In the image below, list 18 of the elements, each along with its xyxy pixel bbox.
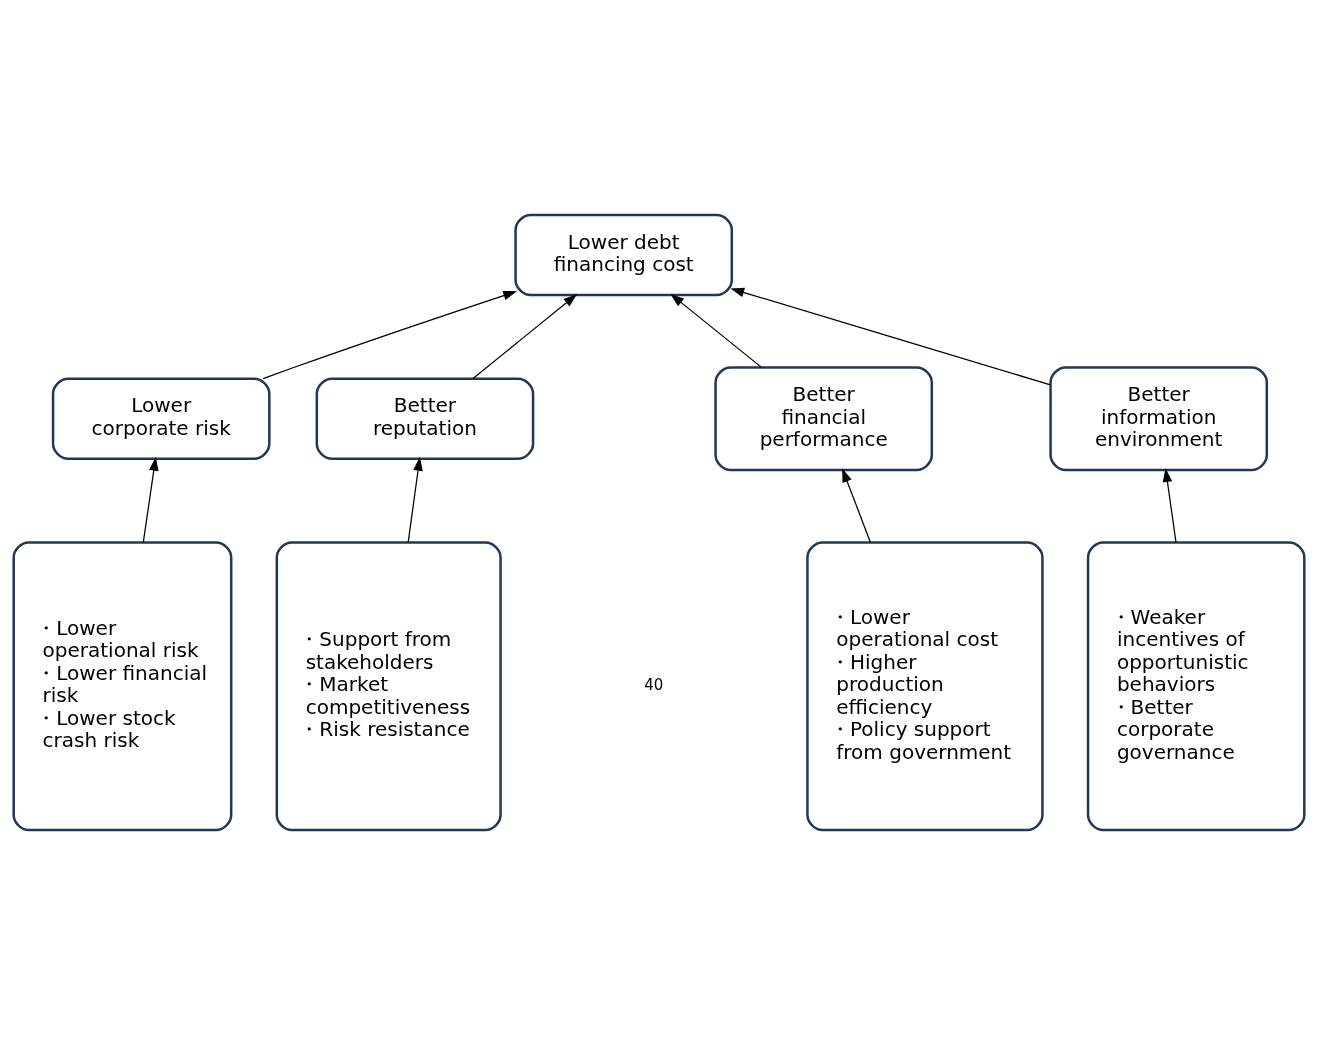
arrow [262, 290, 518, 379]
node-box: Lower corporate risk [51, 377, 271, 460]
arrow [670, 293, 763, 368]
node-box: ・Support from stakeholders ・Market competitiveness ・Risk resistance [275, 540, 502, 831]
arrow [142, 456, 159, 543]
label: 40 [644, 675, 664, 694]
node-box: ・Weaker incentives of opportunistic behaviors ・Better corporate governance [1086, 540, 1306, 831]
arrow [407, 456, 423, 543]
arrow [842, 467, 872, 543]
node-box: Better financial performance [714, 365, 934, 471]
node-box: ・Lower operational risk ・Lower financial risk ・Lower stock crash risk [12, 540, 233, 831]
node-box: Better reputation [315, 377, 535, 460]
node-box: Lower debt financing cost [514, 213, 734, 296]
node-box: ・Lower operational cost ・Higher production efficiency ・Policy support from government [806, 540, 1044, 831]
arrow [730, 287, 1052, 385]
arrow [1162, 467, 1177, 543]
node-box: Better information environment [1049, 365, 1269, 471]
arrow [472, 293, 578, 379]
